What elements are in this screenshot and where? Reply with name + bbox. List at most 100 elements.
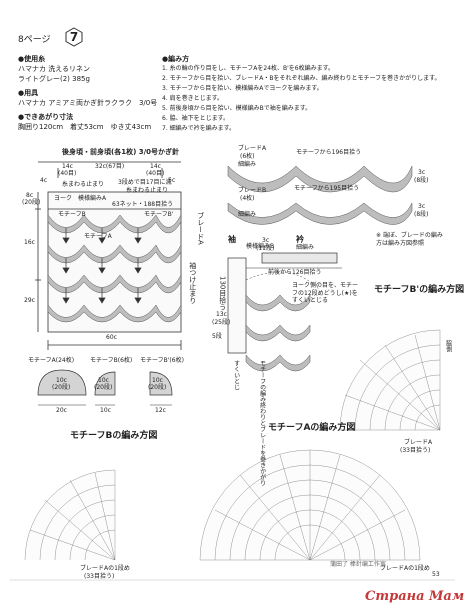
motif-b2-dim: 10c (152, 377, 163, 384)
braid-b-right-sub: (8段) (414, 211, 429, 218)
tools-line: ハマナカ アミアミ両かぎ針ラクラク 3/0号 (18, 99, 158, 107)
braid-b-label: ブレードB (238, 187, 267, 194)
tail-left: 糸まわる止まり (62, 181, 105, 188)
collar-title: 衿 (296, 235, 304, 244)
braid-a-vertical-label: ブレードA (196, 212, 205, 245)
dim-32c: 32c(67目) (95, 163, 125, 170)
motif-b-braid-row-1: ブレードAの1段め (80, 565, 130, 572)
motif-a-dim: 10c (56, 377, 67, 384)
motif-b-prime-fan (339, 329, 441, 431)
watermark-sub: 蒲田了 棒針编工作室 (330, 561, 386, 568)
size-line: 胸囲り120cm 着丈53cm ゆき丈43cm (18, 123, 152, 131)
motif-b2-label: モチーフB' (144, 211, 174, 218)
yarn-title: ●使用糸 (18, 55, 46, 63)
pattern-b-label: 模様編みB (246, 243, 275, 250)
dim-4c: 4c (40, 177, 48, 184)
sleeve-motifs (245, 294, 311, 372)
sleeve-rows: 13c (216, 311, 227, 318)
dec-note: 3段めで目17目に減 (118, 179, 172, 186)
dim-14c-right-sub: (40目) (146, 170, 165, 177)
body-motif-scallops (47, 214, 182, 323)
braid-b-stitch: 細編み (238, 211, 257, 218)
sleeve-rows-sub: (25段) (212, 319, 231, 326)
page-number-badge: 7 (64, 27, 84, 47)
braid-b-right: 3c (418, 203, 426, 210)
note-sleeve-end: モチーフの編み終わりとブレードを巻きかがり (258, 360, 266, 486)
yoke-label: ヨーク (54, 195, 73, 202)
collar-dim: 3c (262, 237, 270, 244)
pattern-a-label: 模様編みA (78, 195, 107, 202)
motif-legend-shapes (37, 369, 173, 396)
braid-note: ※ 端ぼ、ブレードの編み方は編み方図参照 (376, 232, 443, 247)
braid-a-right: 3c (418, 169, 426, 176)
size-title: ●できあがり寸法 (18, 113, 74, 121)
tail-right: 糸まわる止まり (126, 187, 169, 194)
body-diagram-title: 後身頃・前身頃(各1枚) 3/0号かぎ針 (62, 148, 180, 156)
step-item: 5. 前後身頃から目を拾い、模様編みBで袖を編みます。 (162, 105, 312, 112)
sleeve-outline (227, 257, 247, 354)
motif-b-braid-row-2: (33目拾う) (84, 573, 115, 580)
watermark-text: Страна Мам (365, 589, 465, 604)
motif-b-title: モチーフBの編み方図 (70, 431, 158, 441)
motif-a-bottom-braid: ブレードAの1段め (380, 565, 430, 572)
motif-b2-width: 12c (155, 407, 166, 414)
collar-stitch: 細編み (296, 244, 315, 251)
sleeve-title: 袖 (228, 235, 236, 244)
pickup-front: 前後から126目拾う (268, 269, 322, 276)
page-footer-number: 53 (432, 571, 440, 578)
sleeve-opening-label: 袖つけ止まり (188, 262, 197, 304)
hexagon-badge-icon (65, 27, 83, 47)
right-edge-label: 脇側 (444, 340, 452, 352)
braid-a-right-sub: (8段) (414, 177, 429, 184)
motif-a-title: モチーフAの編み方図 (268, 423, 356, 433)
body-outline (35, 161, 182, 350)
tools-title: ●用具 (18, 89, 39, 97)
sleeve-pickup: 130目拾う (218, 276, 227, 311)
dim-60c: 60c (106, 334, 117, 341)
yarn-line-1: ハマナカ 洗えるリネン (18, 65, 91, 73)
motif-a-dim-sub: (20段) (52, 384, 71, 391)
collar-shape (261, 252, 338, 264)
motif-b-label: モチーフB (58, 211, 86, 218)
dim-14c-left-sub: (40目) (58, 170, 77, 177)
braid-b-sub: (4枚) (240, 195, 255, 202)
ratio-note: 5段 (212, 333, 222, 340)
motif-a-width: 20c (56, 407, 67, 414)
collar-dim-sub: (11段) (256, 245, 275, 252)
yarn-line-2: ライトグレー(2) 385g (18, 75, 90, 83)
dim-16c: 16c (24, 239, 35, 246)
dim-14c-left: 14c (62, 163, 73, 170)
braid-a-label: ブレードA (238, 145, 267, 152)
note-sewn: すくいとじ (232, 360, 240, 390)
motif-b-dim-sub: (20段) (94, 384, 113, 391)
motif-a-braid-row: (33目拾う) (400, 447, 431, 454)
dim-5c: 5c (168, 177, 176, 184)
motif-b-width: 10c (100, 407, 111, 414)
motif-b-prime-title: モチーフB'の編み方図 (374, 285, 465, 295)
braid-a-sub: (6枚) (240, 153, 255, 160)
body-direction-arrows (62, 228, 142, 304)
braid-a-pickup: モチーフから196目拾う (296, 149, 362, 156)
motif-a-braid-note: ブレードA (404, 439, 433, 446)
dim-8c-sub: (20段) (22, 199, 41, 206)
motif-b2-dim-sub: (20段) (148, 384, 167, 391)
net-label: 63ネット・188目拾う (112, 201, 174, 208)
page-number: 7 (69, 30, 79, 44)
dim-14c-right: 14c (150, 163, 161, 170)
step-item: 1. 糸の輪の作り目をし、モチーフAを24枚、B'を6枚編みます。 (162, 65, 334, 72)
motif-a-fan (199, 449, 421, 561)
motif-b-fan (24, 469, 116, 561)
step-item: 2. モチーフから目を拾い、ブレードA・Bをそれぞれ編み、編み終わりとモチーフを… (162, 75, 441, 82)
steps-title: ●編み方 (162, 55, 190, 63)
page-reference: 8ページ (18, 35, 51, 45)
dim-8c: 8c (26, 192, 34, 199)
braid-b-pickup: モチーフから195目拾う (294, 185, 360, 192)
motif-b-dim: 10c (98, 377, 109, 384)
note-motif: ヨーク側の目を、モチーフの12段めどうし(★)をすくいとじる (292, 282, 359, 304)
step-item: 3. モチーフから目を拾い、模様編みAでヨークを編みます。 (162, 85, 323, 92)
braid-a-stitch: 細編み (238, 161, 257, 168)
step-item: 6. 脇、袖下をとじます。 (162, 115, 230, 122)
step-item: 7. 細編みで衿を編みます。 (162, 125, 236, 132)
dim-29c: 29c (24, 297, 35, 304)
